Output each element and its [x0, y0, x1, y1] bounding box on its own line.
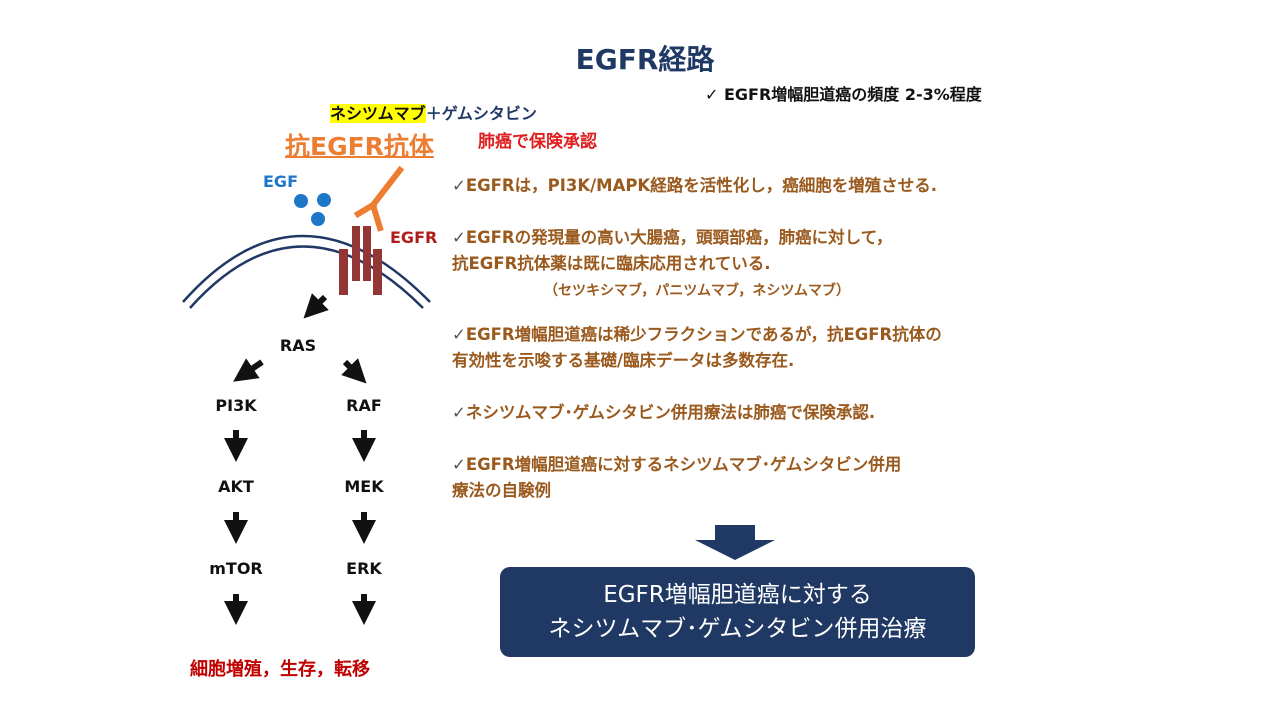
egf-label: EGF — [263, 172, 298, 191]
node-raf: RAF — [346, 396, 382, 415]
pathway-outcome: 細胞増殖，生存，転移 — [190, 659, 370, 680]
egfr-label: EGFR — [390, 228, 438, 247]
page-title: EGFR経路 — [575, 43, 715, 76]
frequency-note: ✓ EGFR増幅胆道癌の頻度 2-3%程度 — [705, 85, 982, 104]
antibody-icon — [353, 165, 405, 232]
lung-approval-label: 肺癌で保険承認 — [478, 132, 597, 152]
egf-ligand-icon — [294, 193, 331, 226]
egfr-receptor-icon — [339, 226, 382, 295]
combo-rest: ＋ゲムシタビン — [425, 104, 537, 123]
bullet-4: ✓ネシツムマブ･ゲムシタビン併用療法は肺癌で保険承認. — [452, 403, 876, 422]
antibody-drug-list: （セツキシマブ，パニツムマブ，ネシツムマブ） — [544, 283, 851, 299]
node-mek: MEK — [344, 477, 384, 496]
conclusion-line-1: EGFR増幅胆道癌に対する — [603, 582, 872, 608]
combo-therapy-label: ネシツムマブ＋ゲムシタビン — [330, 100, 537, 124]
cell-membrane-outer — [182, 234, 431, 303]
bullet-1: ✓EGFRは，PI3K/MAPK経路を活性化し，癌細胞を増殖させる. — [452, 176, 937, 195]
bullet-2: ✓EGFRの発現量の高い大腸癌，頭頸部癌，肺癌に対して，抗EGFR抗体薬は既に臨… — [452, 228, 893, 299]
node-mtor: mTOR — [209, 559, 263, 578]
antibody-label: 抗EGFR抗体 — [285, 132, 434, 161]
down-arrow-icon — [695, 525, 775, 560]
highlight-drug: ネシツムマブ — [330, 104, 426, 123]
pathway-arrows — [224, 293, 376, 625]
bullet-5: ✓EGFR増幅胆道癌に対するネシツムマブ･ゲムシタビン併用療法の自験例 — [452, 455, 902, 500]
node-erk: ERK — [346, 559, 382, 578]
node-akt: AKT — [218, 477, 254, 496]
cell-membrane-inner — [189, 245, 424, 309]
bullet-3: ✓EGFR増幅胆道癌は稀少フラクションであるが，抗EGFR抗体の有効性を示唆する… — [452, 325, 942, 370]
conclusion-box: EGFR増幅胆道癌に対する ネシツムマブ･ゲムシタビン併用治療 — [500, 567, 975, 657]
node-ras: RAS — [279, 336, 317, 355]
conclusion-line-2: ネシツムマブ･ゲムシタビン併用治療 — [548, 616, 927, 642]
node-pi3k: PI3K — [215, 396, 257, 415]
